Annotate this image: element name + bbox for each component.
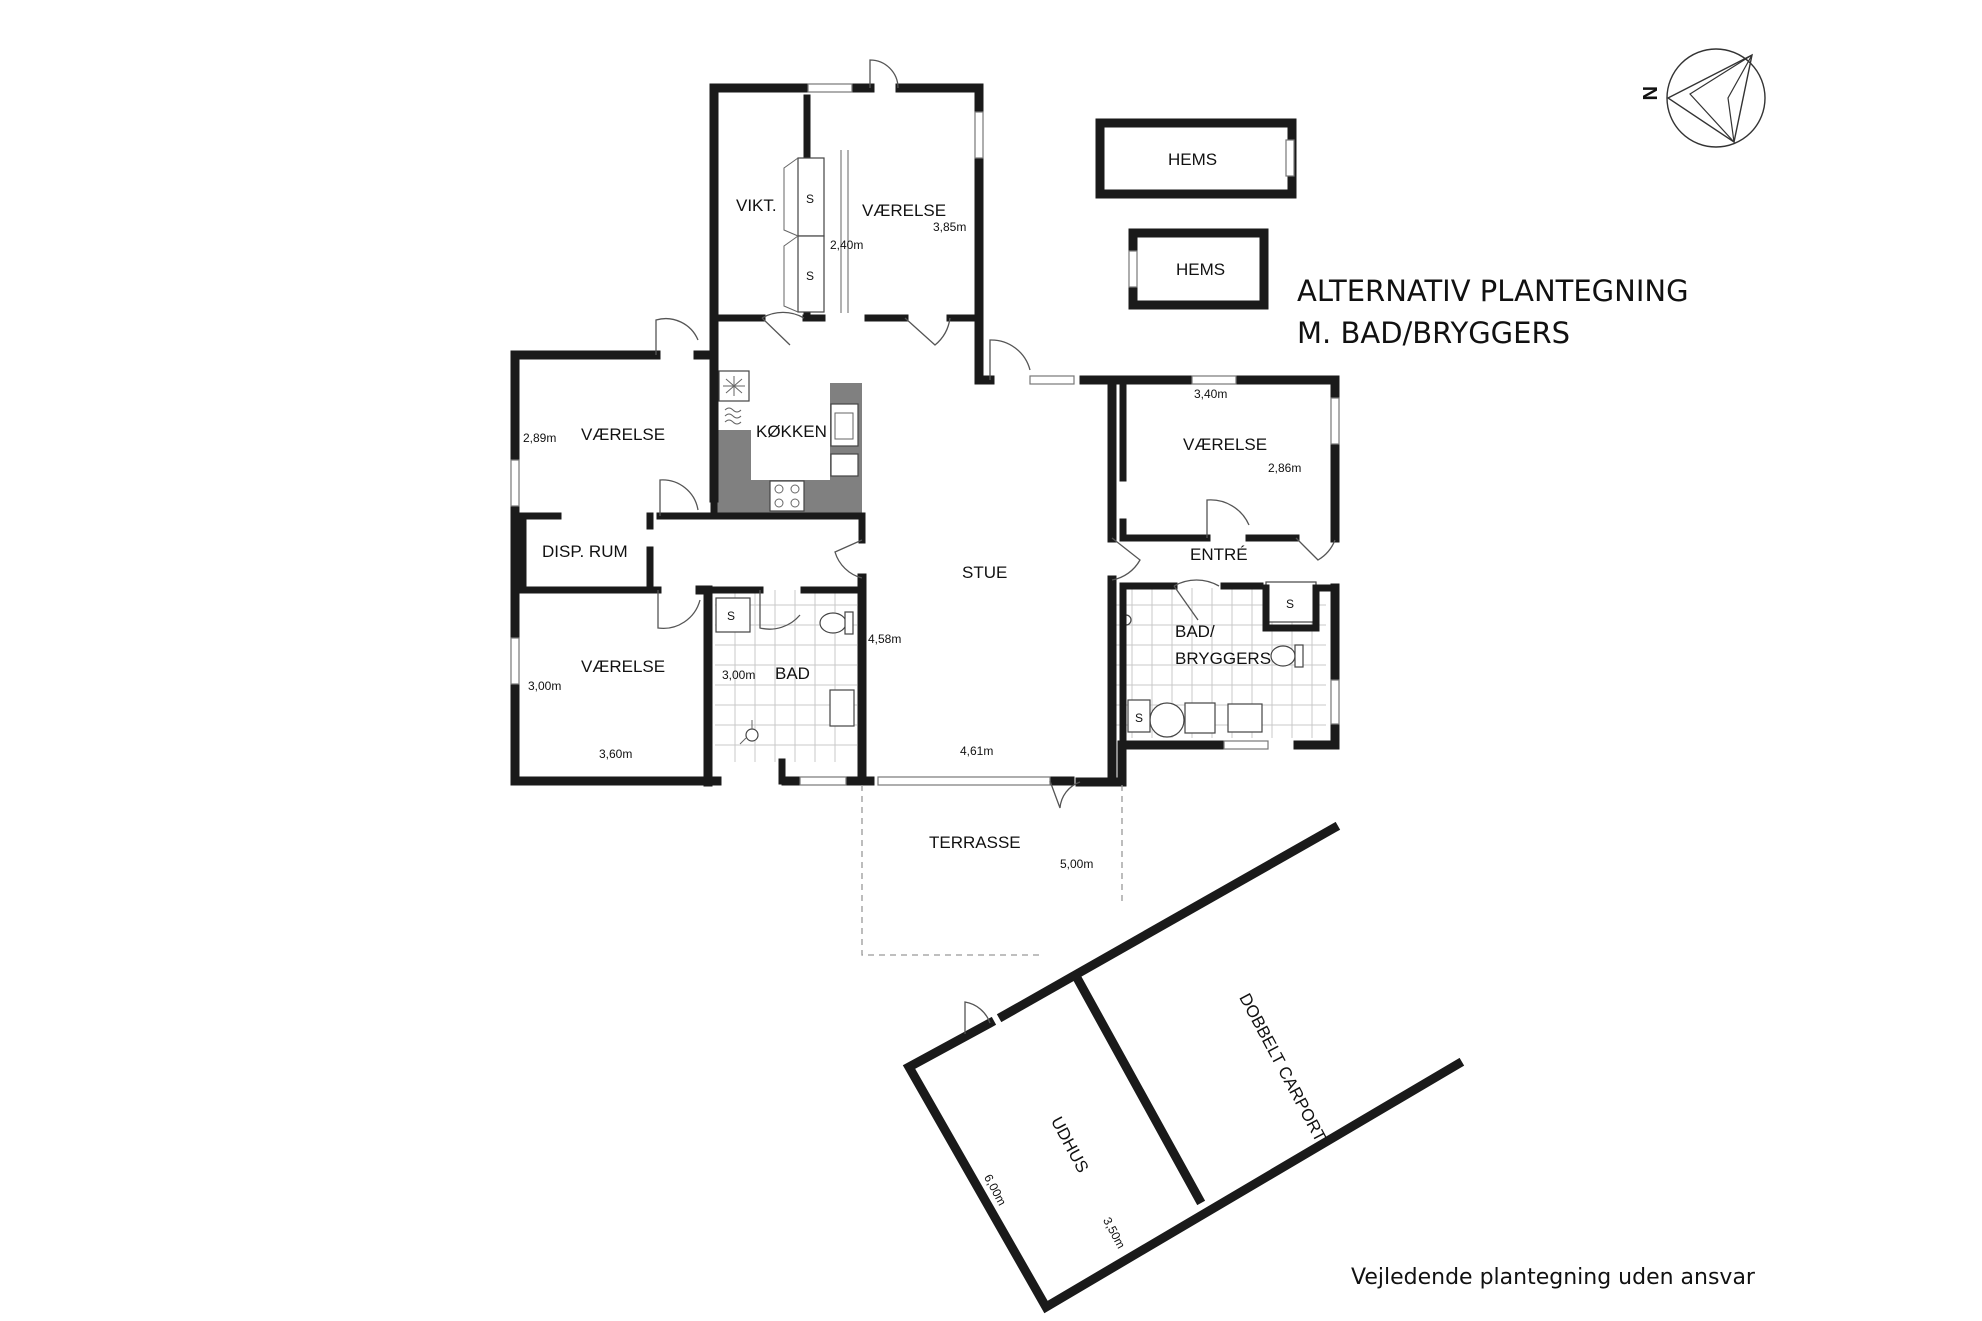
compass-icon: N	[1638, 48, 1766, 148]
utility-bathroom-tiles: S S	[1112, 581, 1326, 738]
room-label-vaerelse-bottom-left: VÆRELSE	[581, 657, 665, 676]
vikt-closets: S S	[783, 150, 849, 313]
room-label-hems-1: HEMS	[1168, 150, 1217, 169]
dim-vaerelse-top-depth: 3,85m	[933, 220, 966, 234]
dim-vaerelse-right-depth: 2,86m	[1268, 461, 1301, 475]
disclaimer-note: Vejledende plantegning uden ansvar	[1351, 1265, 1756, 1290]
room-label-stue: STUE	[962, 563, 1007, 582]
dim-vaerelse-bottom-left-width: 3,60m	[599, 747, 632, 761]
dim-vaerelse-bottom-left-depth: 3,00m	[528, 679, 561, 693]
doors	[655, 59, 1336, 809]
terrace-outline	[861, 785, 1123, 956]
walls-carport	[902, 821, 1465, 1314]
closet-s-entre: S	[1286, 597, 1294, 611]
plan-title: ALTERNATIV PLANTEGNING M. BAD/BRYGGERS	[1297, 274, 1689, 350]
utility-sink-icon	[1227, 703, 1263, 733]
washing-machine-icon	[1149, 702, 1185, 738]
room-label-udhus: UDHUS	[1047, 1114, 1092, 1176]
room-label-bad-bryggers-1: BAD/	[1175, 622, 1215, 641]
toilet-icon-2	[1270, 645, 1296, 667]
title-line-2: M. BAD/BRYGGERS	[1297, 316, 1570, 350]
dim-terrasse-width: 5,00m	[1060, 857, 1093, 871]
dim-udhus-width: 3,50m	[1100, 1215, 1128, 1251]
room-label-bad: BAD	[775, 664, 810, 683]
room-label-vaerelse-right: VÆRELSE	[1183, 435, 1267, 454]
dim-bad-depth: 3,00m	[722, 668, 755, 682]
dishwasher-icon	[830, 453, 859, 477]
closet-s-vikt-1: S	[806, 192, 814, 206]
shower-icon	[745, 728, 759, 742]
room-label-entre: ENTRÉ	[1190, 545, 1248, 564]
dimension-labels: 3,85m 2,40m 3,40m 2,86m 2,89m 3,00m 3,60…	[523, 220, 1301, 1251]
laundry-tub-icon	[1184, 702, 1216, 734]
compass-north-label: N	[1638, 86, 1660, 100]
bathroom-tiles: S	[715, 590, 857, 762]
dim-vaerelse-right-width: 3,40m	[1194, 387, 1227, 401]
closet-s-bryggers: S	[1135, 711, 1143, 725]
dim-stue-depth: 4,58m	[868, 632, 901, 646]
dim-vikt-width: 2,40m	[830, 238, 863, 252]
hems-box-1: HEMS	[1095, 118, 1297, 199]
stove-icon	[769, 480, 805, 512]
hems-box-2: HEMS	[1128, 228, 1269, 310]
room-label-bad-bryggers-2: BRYGGERS	[1175, 649, 1271, 668]
room-label-carport: DOBBELT CARPORT	[1235, 990, 1329, 1145]
room-label-vaerelse-top: VÆRELSE	[862, 201, 946, 220]
kitchen-counter	[716, 370, 862, 513]
room-label-vaerelse-left: VÆRELSE	[581, 425, 665, 444]
room-label-disp-rum: DISP. RUM	[542, 542, 628, 561]
oven-icon	[724, 407, 742, 425]
room-label-hems-2: HEMS	[1176, 260, 1225, 279]
dim-stue-width: 4,61m	[960, 744, 993, 758]
windows	[510, 83, 1340, 786]
room-label-vikt: VIKT.	[736, 196, 777, 215]
title-line-1: ALTERNATIV PLANTEGNING	[1297, 274, 1689, 308]
closet-s-vikt-2: S	[806, 269, 814, 283]
room-label-koekken: KØKKEN	[756, 422, 827, 441]
toilet-icon	[819, 612, 847, 634]
dim-vaerelse-left-depth: 2,89m	[523, 431, 556, 445]
room-label-terrasse: TERRASSE	[929, 833, 1021, 852]
closet-s-bad: S	[727, 609, 735, 623]
bath-cabinet	[715, 597, 751, 633]
washbasin-icon	[829, 689, 855, 727]
